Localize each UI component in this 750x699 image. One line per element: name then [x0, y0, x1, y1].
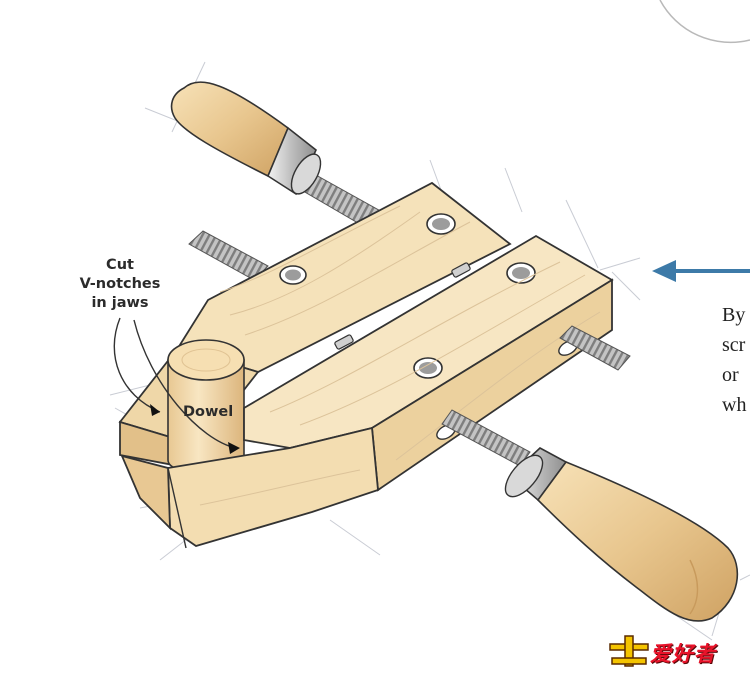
front-jaw — [120, 234, 614, 549]
v-notch-callout: Cut V-notches in jaws — [70, 256, 170, 313]
leader-arrowhead-1 — [150, 404, 160, 416]
front-screws — [441, 325, 631, 467]
back-handle — [170, 81, 322, 196]
corner-circle-fragment — [659, 0, 750, 44]
side-text-line-1: By — [722, 304, 746, 326]
callout-leaders — [113, 317, 237, 449]
front-handle — [504, 447, 739, 622]
back-jaw-slot — [451, 262, 471, 278]
side-text-line-4: wh — [722, 394, 747, 416]
watermark-logo: 爱好者 — [608, 634, 734, 670]
cropped-side-text: By scr or wh — [722, 300, 750, 420]
front-jaw-slot — [334, 334, 354, 350]
leader-arrowhead-2 — [228, 442, 240, 454]
callout-line-1: Cut — [106, 257, 134, 273]
dowel-label: Dowel — [183, 404, 234, 420]
blue-pointer-arrow — [652, 260, 750, 282]
side-text-line-3: or — [722, 364, 739, 386]
logo-text: 爱好者 — [650, 642, 716, 666]
callout-line-3: in jaws — [91, 295, 149, 311]
callout-line-2: V-notches — [79, 276, 161, 292]
side-text-line-2: scr — [722, 334, 746, 356]
logo-mark-icon — [609, 635, 649, 667]
